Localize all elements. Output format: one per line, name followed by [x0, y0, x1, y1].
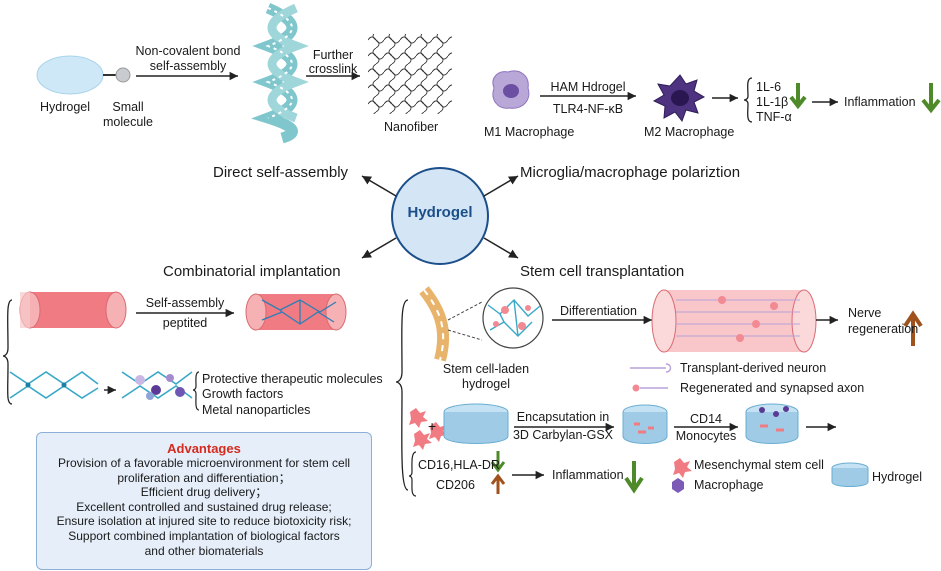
growth-factors-label: Growth factors: [202, 387, 284, 401]
therapeutic-molecules-label: Protective therapeutic molecules: [202, 372, 383, 386]
nerve-label-2: regeneration: [848, 322, 919, 336]
cd206-label: CD206: [436, 478, 475, 492]
stem-inflammation-label: Inflammation: [552, 468, 624, 482]
advantage-line: Ensure isolation at injured site to redu…: [56, 514, 352, 529]
stem-cell-laden-label-2: hydrogel: [462, 377, 510, 391]
hydrogel-center-label: Hydrogel: [407, 204, 473, 221]
differentiation-label: Differentiation: [560, 304, 637, 318]
peptide-tissue-icon: [245, 293, 347, 331]
ham-hydrogel-label: HAM Hdrogel: [550, 80, 626, 94]
monocytes-label: Monocytes: [675, 429, 737, 443]
advantage-line: and other biomaterials: [144, 543, 264, 558]
encapsulation-label-1: Encapsutation in: [516, 410, 610, 424]
spine-icon: [419, 286, 450, 362]
cd206-up-arrow: [490, 473, 506, 494]
macrophage-legend-icon: [672, 478, 684, 493]
hydrogel-blob-icon: [36, 55, 104, 95]
small-molecule-label-1: Small: [112, 100, 144, 114]
molecules-brace: [192, 371, 200, 411]
branch-direct-self-assembly: Direct self-assembly: [213, 164, 349, 181]
advantage-line: Support combined implantation of biologi…: [68, 528, 340, 543]
m2-label: M2 Macrophage: [644, 125, 735, 139]
markers-down-arrow: [490, 451, 506, 473]
loaded-network-icon: [121, 371, 193, 400]
markers-brace: [408, 451, 417, 497]
hydrogel-legend-icon: [831, 462, 869, 487]
small-molecule-icon: [115, 67, 131, 83]
self-assembly-label: self-assembly: [149, 59, 227, 73]
axon-legend-label: Regenerated and synapsed axon: [680, 381, 865, 395]
cytokine-brace: [743, 77, 753, 123]
m1-macrophage-icon: [492, 70, 530, 109]
spinal-tissue-icon: [19, 291, 127, 329]
hydrogel-network-icon: [9, 371, 99, 399]
advantage-line: proliferation and differentiation；: [117, 470, 291, 485]
msc-legend-icon: [673, 458, 692, 478]
arrow-to-stem-cell: [483, 237, 519, 259]
arrow-to-self-assembly: [361, 175, 397, 197]
cytokine-il6: 1L-6: [756, 80, 782, 94]
arrow-to-combinatorial: [361, 237, 397, 259]
advantage-line: Provision of a favorable microenvironmen…: [57, 456, 351, 470]
cd16-hla-dr-label: CD16,HLA-DR: [418, 458, 500, 472]
axon-legend-icon: [632, 384, 668, 392]
neuron-legend-icon: [630, 363, 672, 373]
neuron-legend-label: Transplant-derived neuron: [680, 361, 827, 375]
arrow-to-polarization: [483, 175, 519, 197]
metal-nanoparticles-label: Metal nanoparticles: [202, 403, 311, 417]
msc-legend-label: Mesenchymal stem cell: [694, 458, 824, 472]
branch-combinatorial: Combinatorial implantation: [163, 263, 341, 280]
self-assembly-peptide-label-2: peptited: [162, 316, 208, 330]
hydrogel-dish-icon: [443, 403, 509, 444]
further-label: Further: [312, 48, 354, 62]
encapsulated-dish-icon: [622, 404, 668, 444]
nanofiber-label: Nanofiber: [384, 120, 439, 134]
crosslink-label: crosslink: [308, 62, 358, 76]
hydrogel-legend-label: Hydrogel: [872, 470, 923, 484]
advantages-title: Advantages: [167, 441, 241, 456]
m1-label: M1 Macrophage: [484, 125, 575, 139]
helix-fiber-icon: [251, 2, 309, 144]
cytokine-il1b: 1L-1β: [756, 95, 789, 109]
nanofiber-mesh-icon: [368, 34, 452, 114]
cd14-label: CD14: [690, 412, 722, 426]
stem-cell-hydrogel-circle-icon: [482, 287, 544, 349]
cytokine-tnfa: TNF-α: [756, 110, 792, 124]
hydrogel-center-node: [391, 167, 489, 265]
self-assembly-peptide-label-1: Self-assembly: [145, 296, 225, 310]
stem-inflammation-down-arrow: [624, 461, 644, 494]
noncovalent-label: Non-covalent bond: [135, 44, 241, 58]
tlr4-label: TLR4-NF-κB: [552, 102, 624, 116]
advantage-line: Excellent controlled and sustained drug …: [76, 499, 332, 514]
msc-cluster-icon: [409, 408, 448, 450]
advantages-box: Advantages Provision of a favorable micr…: [36, 432, 372, 570]
branch-polarization: Microglia/macrophage polariztion: [520, 164, 741, 181]
plus-sign: +: [428, 418, 437, 434]
nerve-up-arrow: [903, 310, 923, 346]
regenerated-cord-icon: [651, 289, 817, 353]
m2-macrophage-icon: [652, 74, 706, 123]
hydrogel-label: Hydrogel: [40, 100, 91, 114]
encapsulation-label-2: 3D Carbylan-GSX: [512, 428, 614, 442]
inflammation-label: Inflammation: [844, 95, 916, 109]
stem-cell-brace: [395, 299, 409, 491]
nerve-label-1: Nerve: [848, 306, 882, 320]
inflammation-down-arrow: [921, 83, 941, 114]
advantage-line: Efficient drug delivery；: [140, 485, 268, 500]
small-molecule-label-2: molecule: [102, 115, 154, 129]
combinatorial-brace: [2, 299, 13, 405]
stem-cell-laden-label-1: Stem cell-laden: [442, 362, 530, 376]
cultured-dish-icon: [745, 403, 799, 444]
branch-stem-cell: Stem cell transplantation: [520, 263, 685, 280]
macrophage-legend-label: Macrophage: [694, 478, 764, 492]
cytokine-down-arrow: [789, 83, 807, 110]
